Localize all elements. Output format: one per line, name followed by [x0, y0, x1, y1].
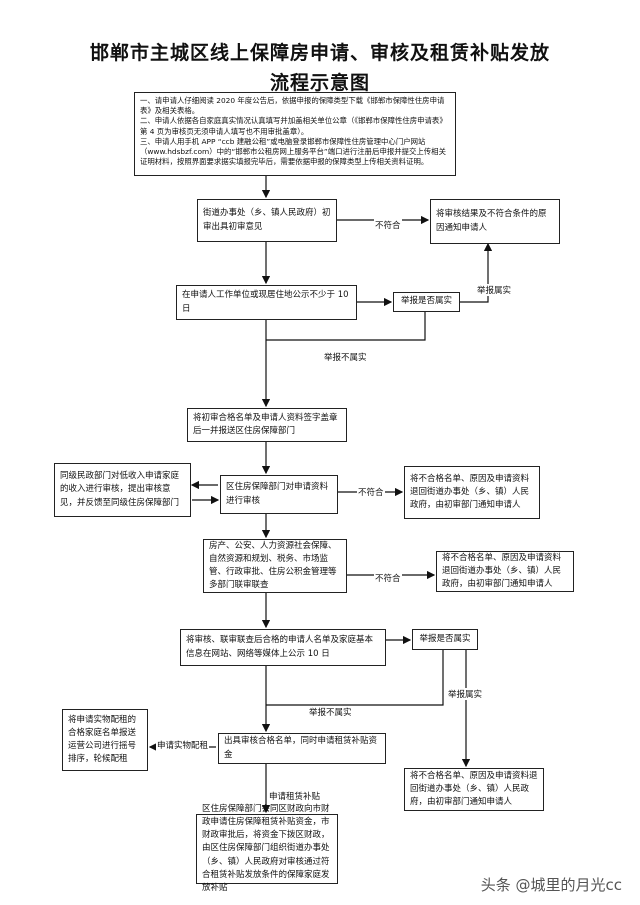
reject-notify-text-2: 将不合格名单、原因及申请资料退回街道办事处（乡、镇）人民政府，由初审部门通知申请…	[410, 473, 530, 511]
edge-label-apply-subsidy: 申请租赁补贴	[268, 790, 322, 802]
edge-label-report-true-2: 举报属实	[447, 688, 484, 700]
edge-report2-false	[266, 650, 444, 706]
report-check-text-2: 举报是否属实	[419, 633, 471, 644]
edge-report1-false	[266, 312, 426, 341]
subsidy-payment-text: 区住房保障部门会同区财政向市财政申请住房保障租赁补贴资金，市财政审批后，将资金下…	[202, 803, 330, 893]
street-review-text: 街道办事处（乡、镇人民政府）初审出具初审意见	[203, 208, 331, 232]
edge-label-not-eligible-2: 不符合	[357, 486, 385, 498]
intro-step-1: 一、请申请人仔细阅读 2020 年度公告后，依据申报的保障类型下载《邯郸市保障性…	[140, 96, 445, 116]
publicity-text: 在申请人工作单位或现居住地公示不少于 10 日	[182, 290, 349, 314]
submit-district-text: 将初审合格名单及申请人资料签字盖章后一并报送区住房保障部门	[193, 412, 338, 436]
joint-review-text: 房产、公安、人力资源社会保障、自然资源和规划、税务、市场监管、行政审批、住房公积…	[209, 540, 337, 591]
edge-report1-true	[460, 242, 493, 303]
public-online-text: 将审核、联审联查后合格的申请人名单及家庭基本信息在网站、网络等媒体上公示 10 …	[186, 635, 374, 659]
diagram-title-line1: 邯郸市主城区线上保障房申请、审核及租赁补贴发放	[89, 42, 550, 64]
reject-notify-text-3: 将不合格名单、原因及申请资料退回街道办事处（乡、镇）人民政府，由初审部门通知申请…	[442, 552, 562, 590]
report-check-box-1: 举报是否属实	[393, 292, 460, 312]
civil-affairs-box: 同级民政部门对低收入申请家庭的收入进行审核，提出审核意见，并反馈至同级住房保障部…	[54, 463, 191, 517]
edge-label-not-eligible-3: 不符合	[374, 572, 402, 584]
edge-label-report-false-1: 举报不属实	[323, 351, 368, 363]
civil-affairs-text: 同级民政部门对低收入申请家庭的收入进行审核，提出审核意见，并反馈至同级住房保障部…	[60, 471, 180, 508]
diagram-title-line2: 流程示意图	[269, 72, 370, 94]
edge-label-report-true-1: 举报属实	[476, 284, 513, 296]
edge-label-report-false-2: 举报不属实	[308, 706, 353, 718]
reject-notify-text-4: 将不合格名单、原因及申请资料退回街道办事处（乡、镇）人民政府，由初审部门通知申请…	[410, 770, 538, 808]
intro-instructions-box: 一、请申请人仔细阅读 2020 年度公告后，依据申报的保障类型下载《邯郸市保障性…	[134, 92, 456, 176]
reject-notify-box-2: 将不合格名单、原因及申请资料退回街道办事处（乡、镇）人民政府，由初审部门通知申请…	[404, 466, 540, 519]
reject-notify-box-4: 将不合格名单、原因及申请资料退回街道办事处（乡、镇）人民政府，由初审部门通知申请…	[404, 768, 544, 811]
watermark: 头条 @城里的月光cc	[480, 876, 622, 894]
physical-housing-text: 将申请实物配租的合格家庭名单报送运营公司进行摇号排序，轮候配租	[68, 714, 137, 765]
edge-label-apply-physical: 申请实物配租	[156, 739, 210, 751]
district-review-text: 区住房保障部门对申请资料进行审核	[226, 482, 329, 506]
reject-notify-box-3: 将不合格名单、原因及申请资料退回街道办事处（乡、镇）人民政府，由初审部门通知申请…	[436, 551, 574, 592]
publicity-box: 在申请人工作单位或现居住地公示不少于 10 日	[176, 285, 357, 320]
intro-step-3: 三、申请人用手机 APP “ccb 建融公租”或电脑登录邯郸市保障性住房管理中心…	[140, 136, 446, 167]
report-check-box-2: 举报是否属实	[412, 629, 478, 650]
subsidy-payment-box: 区住房保障部门会同区财政向市财政申请住房保障租赁补贴资金，市财政审批后，将资金下…	[196, 804, 338, 893]
issue-list-text: 出具审核合格名单，同时申请租赁补贴资金	[224, 736, 378, 760]
public-online-box: 将审核、联审联查后合格的申请人名单及家庭基本信息在网站、网络等媒体上公示 10 …	[180, 629, 386, 666]
district-review-box: 区住房保障部门对申请资料进行审核	[220, 475, 338, 514]
report-check-text-1: 举报是否属实	[400, 296, 452, 307]
submit-district-box: 将初审合格名单及申请人资料签字盖章后一并报送区住房保障部门	[187, 408, 347, 442]
physical-housing-box: 将申请实物配租的合格家庭名单报送运营公司进行摇号排序，轮候配租	[62, 709, 148, 771]
edge-report2-true	[461, 639, 471, 768]
intro-step-2: 二、申请人依据各自家庭真实情况认真填写并加盖相关单位公章（《邯郸市保障性住房申请…	[140, 116, 447, 136]
reject-notify-box-1: 将审核结果及不符合条件的原因通知申请人	[430, 199, 560, 244]
street-review-box: 街道办事处（乡、镇人民政府）初审出具初审意见	[197, 199, 337, 242]
joint-review-box: 房产、公安、人力资源社会保障、自然资源和规划、税务、市场监管、行政审批、住房公积…	[203, 539, 347, 593]
reject-notify-text-1: 将审核结果及不符合条件的原因通知申请人	[436, 209, 547, 233]
edge-label-not-eligible-1: 不符合	[374, 219, 402, 231]
issue-list-box: 出具审核合格名单，同时申请租赁补贴资金	[218, 733, 386, 764]
